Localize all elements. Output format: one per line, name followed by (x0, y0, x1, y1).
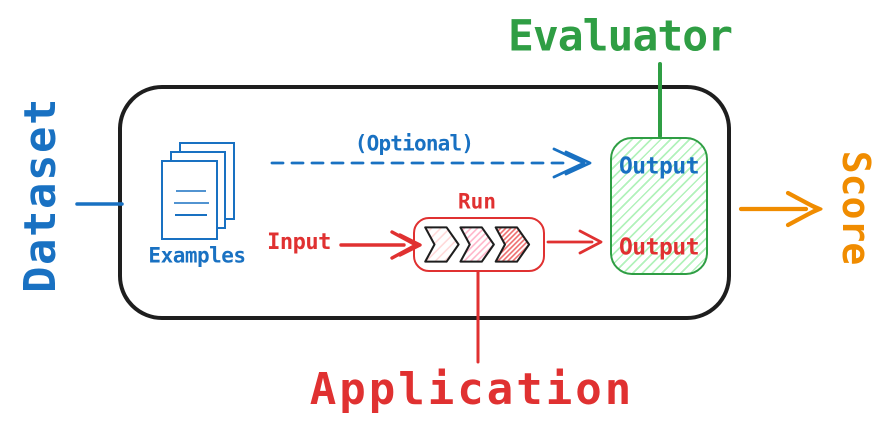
score-arrow (738, 190, 823, 228)
run-label: Run (458, 189, 496, 214)
evaluator-label: Evaluator (508, 11, 733, 62)
input-label: Input (267, 230, 331, 255)
examples-label: Examples (148, 243, 246, 268)
score-label: Score (834, 150, 878, 266)
run-step-2-chevron (459, 226, 495, 263)
application-label: Application (309, 364, 635, 415)
evaluator-output-box (610, 137, 708, 275)
run-step-1-chevron (424, 226, 460, 263)
app-output-label: Output (618, 234, 700, 261)
run-chevrons-icon (424, 226, 531, 263)
documents-icon (161, 142, 235, 240)
dataset-label: Dataset (15, 97, 66, 293)
optional-label: (Optional) (354, 131, 474, 156)
evaluator-output-label: Output (618, 153, 700, 180)
run-box (413, 217, 545, 272)
run-step-3-chevron (494, 226, 531, 263)
